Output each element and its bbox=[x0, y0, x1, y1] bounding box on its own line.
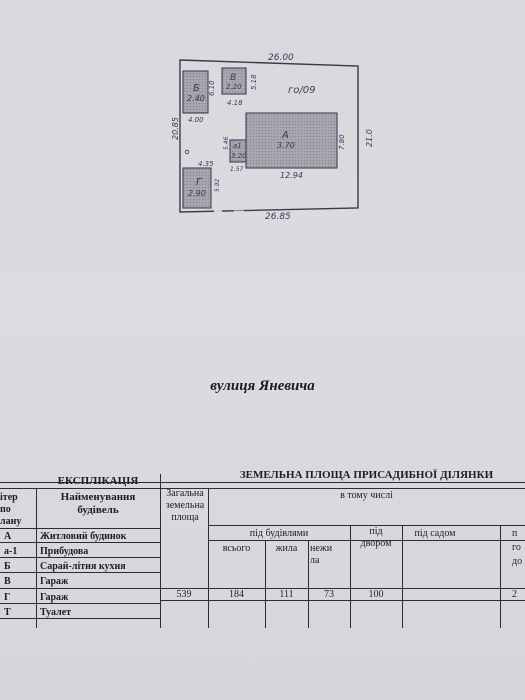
yard-label-2: двором bbox=[360, 538, 392, 549]
side-v-1: 5.18 bbox=[250, 74, 258, 90]
col-total-2: земельна bbox=[165, 500, 205, 511]
row-name: Житловий будинок bbox=[40, 531, 127, 542]
dim-left: 20.85 bbox=[171, 117, 180, 140]
under-buildings-label: під будівлями bbox=[249, 528, 309, 539]
row-name: Гараж bbox=[40, 576, 69, 587]
col-name-2: будівель bbox=[77, 504, 119, 516]
col-letter-3: лану bbox=[0, 516, 22, 527]
col-total-3: площа bbox=[171, 512, 199, 523]
row-name: Туалет bbox=[40, 607, 72, 618]
row-name: Гараж bbox=[40, 592, 69, 603]
row-letter: а-1 bbox=[4, 546, 18, 557]
row-letter: В bbox=[4, 576, 11, 587]
sub-nonliving-2: ла bbox=[310, 555, 320, 566]
dim-bottom: 26.85 bbox=[265, 212, 291, 222]
side-a-2: 12.94 bbox=[280, 171, 303, 180]
garden-label: під садом bbox=[414, 528, 456, 539]
street-name: вулиця Яневича bbox=[210, 378, 315, 394]
lot-boundary bbox=[179, 59, 359, 213]
building-g bbox=[182, 167, 212, 209]
value-total: 539 bbox=[176, 589, 192, 600]
sub-nonliving-1: нежи bbox=[310, 543, 333, 554]
label-g: Г bbox=[196, 177, 203, 188]
side-a-1: 7.80 bbox=[338, 134, 346, 150]
row-letter: Г bbox=[4, 592, 11, 603]
explication-title: ЕКСПЛІКАЦІЯ bbox=[57, 475, 139, 487]
value-last: 2 bbox=[512, 589, 517, 600]
building-b bbox=[182, 70, 209, 114]
in-total-label: в тому числі bbox=[340, 490, 393, 501]
dim-yard: го/09 bbox=[288, 85, 315, 96]
label-v: В bbox=[230, 73, 236, 83]
value-yard: 100 bbox=[368, 589, 384, 600]
building-a1 bbox=[229, 139, 247, 163]
label-b: Б bbox=[193, 83, 200, 94]
yard-label-1: під bbox=[369, 526, 383, 537]
area-g: 2.90 bbox=[188, 189, 206, 198]
value-nonliving: 73 bbox=[324, 589, 334, 600]
side-g-2: 4.35 bbox=[198, 160, 214, 168]
sub-living-label: жила bbox=[275, 543, 298, 554]
col-total-1: Загальна bbox=[166, 488, 204, 499]
side-b-1: 6.10 bbox=[208, 80, 216, 96]
row-letter: А bbox=[4, 531, 12, 542]
side-g-1: 5.92 bbox=[214, 178, 221, 192]
row-name: Сарай-літня кухня bbox=[40, 561, 126, 572]
label-a: А bbox=[281, 130, 289, 141]
last-col-2: го bbox=[512, 542, 521, 553]
side-v-2: 4.18 bbox=[227, 99, 243, 107]
col-letter-1: ітер bbox=[0, 492, 18, 503]
area-a: 3.70 bbox=[277, 141, 295, 150]
dim-right: 21.0 bbox=[365, 129, 374, 147]
building-v bbox=[221, 67, 247, 95]
dim-top: 26.00 bbox=[268, 53, 294, 63]
row-letter: Т bbox=[4, 607, 11, 618]
last-col-3: до bbox=[512, 556, 523, 567]
side-a1-2: 1.57 bbox=[230, 166, 244, 173]
well-marker bbox=[184, 149, 190, 155]
row-letter: Б bbox=[4, 561, 11, 572]
last-col-1: п bbox=[512, 528, 518, 539]
value-living: 111 bbox=[279, 589, 294, 600]
col-name-1: Найменування bbox=[60, 491, 136, 503]
explication-table: ЕКСПЛІКАЦІЯ ЗЕМЕЛЬНА ПЛОЩА ПРИСАДИБНОЇ Д… bbox=[0, 468, 525, 628]
label-a1: а1 bbox=[233, 142, 242, 150]
sub-all-label: всього bbox=[222, 543, 251, 554]
value-all: 184 bbox=[229, 589, 244, 600]
row-name: Прибудова bbox=[40, 546, 89, 557]
area-a1: 3.20 bbox=[231, 152, 247, 160]
building-a bbox=[245, 112, 338, 169]
side-a1-1: 5.46 bbox=[223, 136, 230, 150]
area-b: 2.40 bbox=[187, 94, 205, 103]
side-b-2: 4.00 bbox=[188, 116, 204, 124]
land-area-title: ЗЕМЕЛЬНА ПЛОЩА ПРИСАДИБНОЇ ДІЛЯНКИ bbox=[239, 469, 494, 481]
area-v: 2.20 bbox=[226, 83, 242, 91]
col-letter-2: по bbox=[0, 504, 11, 515]
